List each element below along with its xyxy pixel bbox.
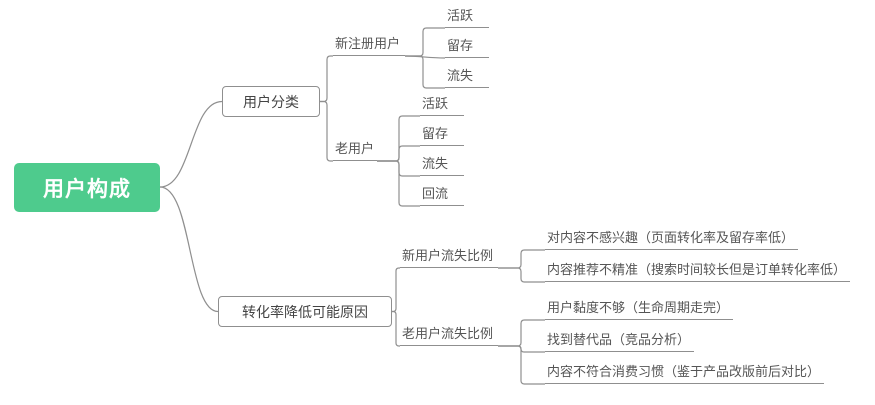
node-old-retained[interactable]: 留存	[420, 126, 464, 146]
connector-newratio-a2	[498, 267, 545, 283]
connector-newratio-a1	[498, 249, 545, 269]
connector-old-returning	[377, 160, 420, 207]
node-conversion-drop-reasons[interactable]: 转化率降低可能原因	[218, 296, 392, 327]
connector-classify-newreg	[320, 55, 333, 103]
node-found-substitute[interactable]: 找到替代品（竞品分析）	[545, 332, 695, 352]
node-root[interactable]: 用户构成	[14, 163, 160, 212]
node-inaccurate-recommendation[interactable]: 内容推荐不精准（搜索时间较长但是订单转化率低）	[545, 262, 851, 282]
connector-root-classify	[159, 100, 223, 188]
connector-oldratio-b3	[498, 345, 545, 385]
node-old-users[interactable]: 老用户	[333, 141, 377, 161]
node-old-returning[interactable]: 回流	[420, 186, 464, 206]
node-new-registered-users[interactable]: 新注册用户	[333, 36, 405, 56]
node-newreg-churned[interactable]: 流失	[445, 68, 489, 88]
connector-classify-old	[320, 100, 333, 162]
connector-oldratio-b1	[498, 319, 545, 347]
connector-newreg-churned	[405, 55, 445, 89]
node-content-mismatch-habits[interactable]: 内容不符合消费习惯（鉴于产品改版前后对比）	[545, 364, 825, 384]
node-low-stickiness[interactable]: 用户黏度不够（生命周期走完）	[545, 300, 734, 320]
node-old-churned[interactable]: 流失	[420, 156, 464, 176]
node-old-active[interactable]: 活跃	[420, 96, 464, 116]
node-newreg-retained[interactable]: 留存	[445, 38, 489, 58]
node-newreg-active[interactable]: 活跃	[445, 8, 489, 28]
connector-reason-oldratio	[392, 310, 400, 347]
connector-newreg-active	[405, 27, 445, 57]
connector-reason-newratio	[392, 267, 400, 313]
node-user-classification[interactable]: 用户分类	[222, 86, 320, 117]
node-new-user-churn-ratio[interactable]: 新用户流失比例	[400, 248, 498, 268]
node-old-user-churn-ratio[interactable]: 老用户流失比例	[400, 326, 498, 346]
node-not-interested-in-content[interactable]: 对内容不感兴趣（页面转化率及留存率低）	[545, 230, 799, 250]
connector-root-reason	[159, 186, 219, 313]
